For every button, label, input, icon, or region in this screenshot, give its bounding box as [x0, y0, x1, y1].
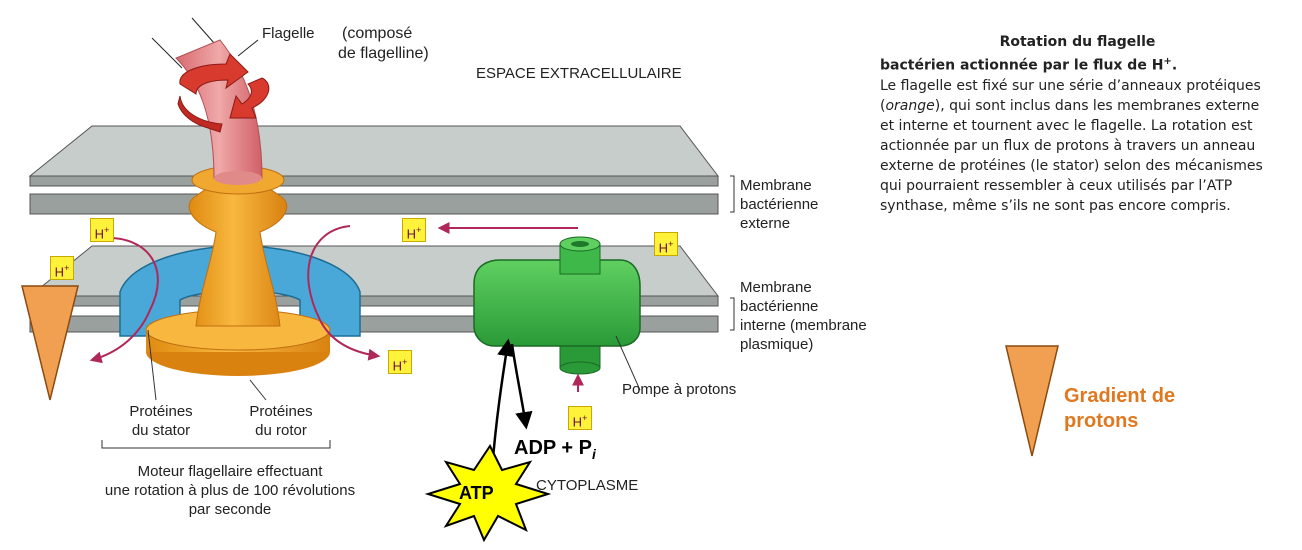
atp-starburst	[424, 444, 552, 543]
label-gradient-de-protons: Gradient de protons	[1064, 385, 1176, 432]
label-espace-extracellulaire: ESPACE EXTRACELLULAIRE	[476, 65, 682, 82]
label-atp: ATP	[459, 483, 494, 503]
proton-label: H+	[50, 256, 74, 280]
rotation-arrows	[177, 53, 270, 133]
proton-pump	[473, 236, 641, 375]
caption-title: Rotation du flagelle	[999, 34, 1156, 50]
label-proteines-rotor: Protéines du rotor	[249, 403, 313, 439]
proton-label: H+	[90, 218, 114, 242]
label-pompe-a-protons: Pompe à protons	[622, 381, 737, 398]
label-compose: (composé	[342, 25, 413, 42]
label-cytoplasme: CYTOPLASME	[536, 477, 639, 494]
label-moteur-flagellaire: Moteur flagellaire effectuant une rotati…	[104, 463, 356, 518]
figure-caption: Rotation du flagelle bactérien actionnée…	[880, 32, 1275, 216]
gradient-triangle-left	[21, 285, 79, 401]
proton-label: H+	[388, 350, 412, 374]
label-membrane-interne: Membrane bactérienne interne (membrane p…	[740, 279, 867, 353]
gradient-triangle-right	[1005, 345, 1059, 457]
label-flagelle: Flagelle	[262, 25, 315, 42]
flagellum-guide-line	[151, 37, 183, 69]
label-de-flagelline: de flagelline)	[338, 45, 429, 62]
proton-label: H+	[654, 232, 678, 256]
label-membrane-externe: Membrane bactérienne externe	[740, 177, 819, 232]
pointer-lines	[101, 175, 735, 449]
flagelle-pointer-line	[237, 39, 259, 57]
outer-membrane	[28, 125, 720, 215]
proton-flow-arrows	[89, 222, 584, 392]
caption-title-line2: bactérien actionnée par le flux de H+.	[880, 56, 1178, 74]
caption-body: Le flagelle est fixé sur une série d’ann…	[880, 77, 1263, 214]
label-proteines-stator: Protéines du stator	[129, 403, 193, 439]
proton-label: H+	[568, 406, 592, 430]
proton-label: H+	[402, 218, 426, 242]
label-adp-pi: ADP + Pi	[514, 437, 596, 462]
